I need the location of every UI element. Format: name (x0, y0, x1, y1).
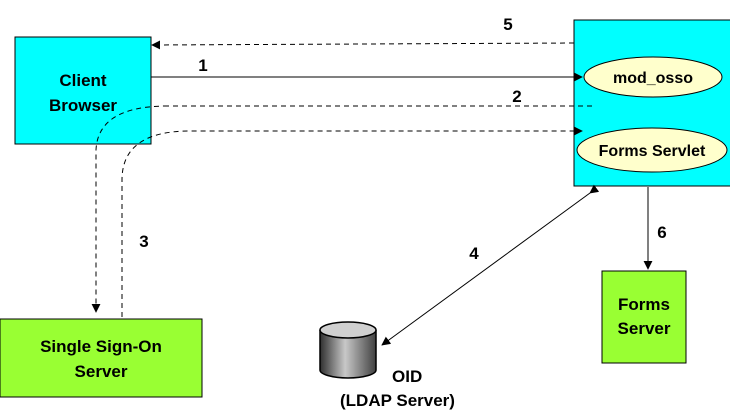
step-2-arrow (91, 105, 592, 313)
step-3-label: 3 (139, 232, 148, 251)
forms-server-label-2: Server (618, 319, 671, 338)
forms-server-box (601, 270, 687, 364)
step-5-arrow (151, 40, 575, 50)
mod-osso-ellipse (583, 56, 723, 98)
oid-label-1: OID (392, 367, 422, 386)
step-4-label: 4 (469, 244, 479, 263)
mod-osso-label: mod_osso (613, 70, 693, 87)
forms-servlet-label: Forms Servlet (599, 143, 706, 160)
step-4-arrow (381, 184, 600, 346)
forms-server-label-1: Forms (618, 295, 670, 314)
app-server-node: mod_osso Forms Servlet (573, 19, 730, 187)
client-browser-label-1: Client (59, 71, 107, 90)
sso-server-box (0, 318, 203, 398)
step-6-label: 6 (657, 223, 666, 242)
forms-servlet-ellipse (576, 127, 728, 173)
client-browser-node: Client Browser (14, 36, 152, 145)
step-3-arrow (121, 126, 583, 317)
forms-server-node: Forms Server (601, 270, 687, 364)
client-browser-box (14, 36, 152, 145)
sso-server-label-1: Single Sign-On (40, 337, 162, 356)
step-1-label: 1 (198, 56, 207, 75)
client-browser-label-2: Browser (49, 96, 117, 115)
sso-server-node: Single Sign-On Server (0, 318, 203, 398)
sso-server-label-2: Server (75, 362, 128, 381)
oid-label-2: (LDAP Server) (340, 391, 455, 410)
step-2-label: 2 (512, 87, 521, 106)
oid-node: OID (LDAP Server) (319, 321, 455, 410)
database-icon (319, 321, 377, 379)
step-5-label: 5 (503, 15, 512, 34)
